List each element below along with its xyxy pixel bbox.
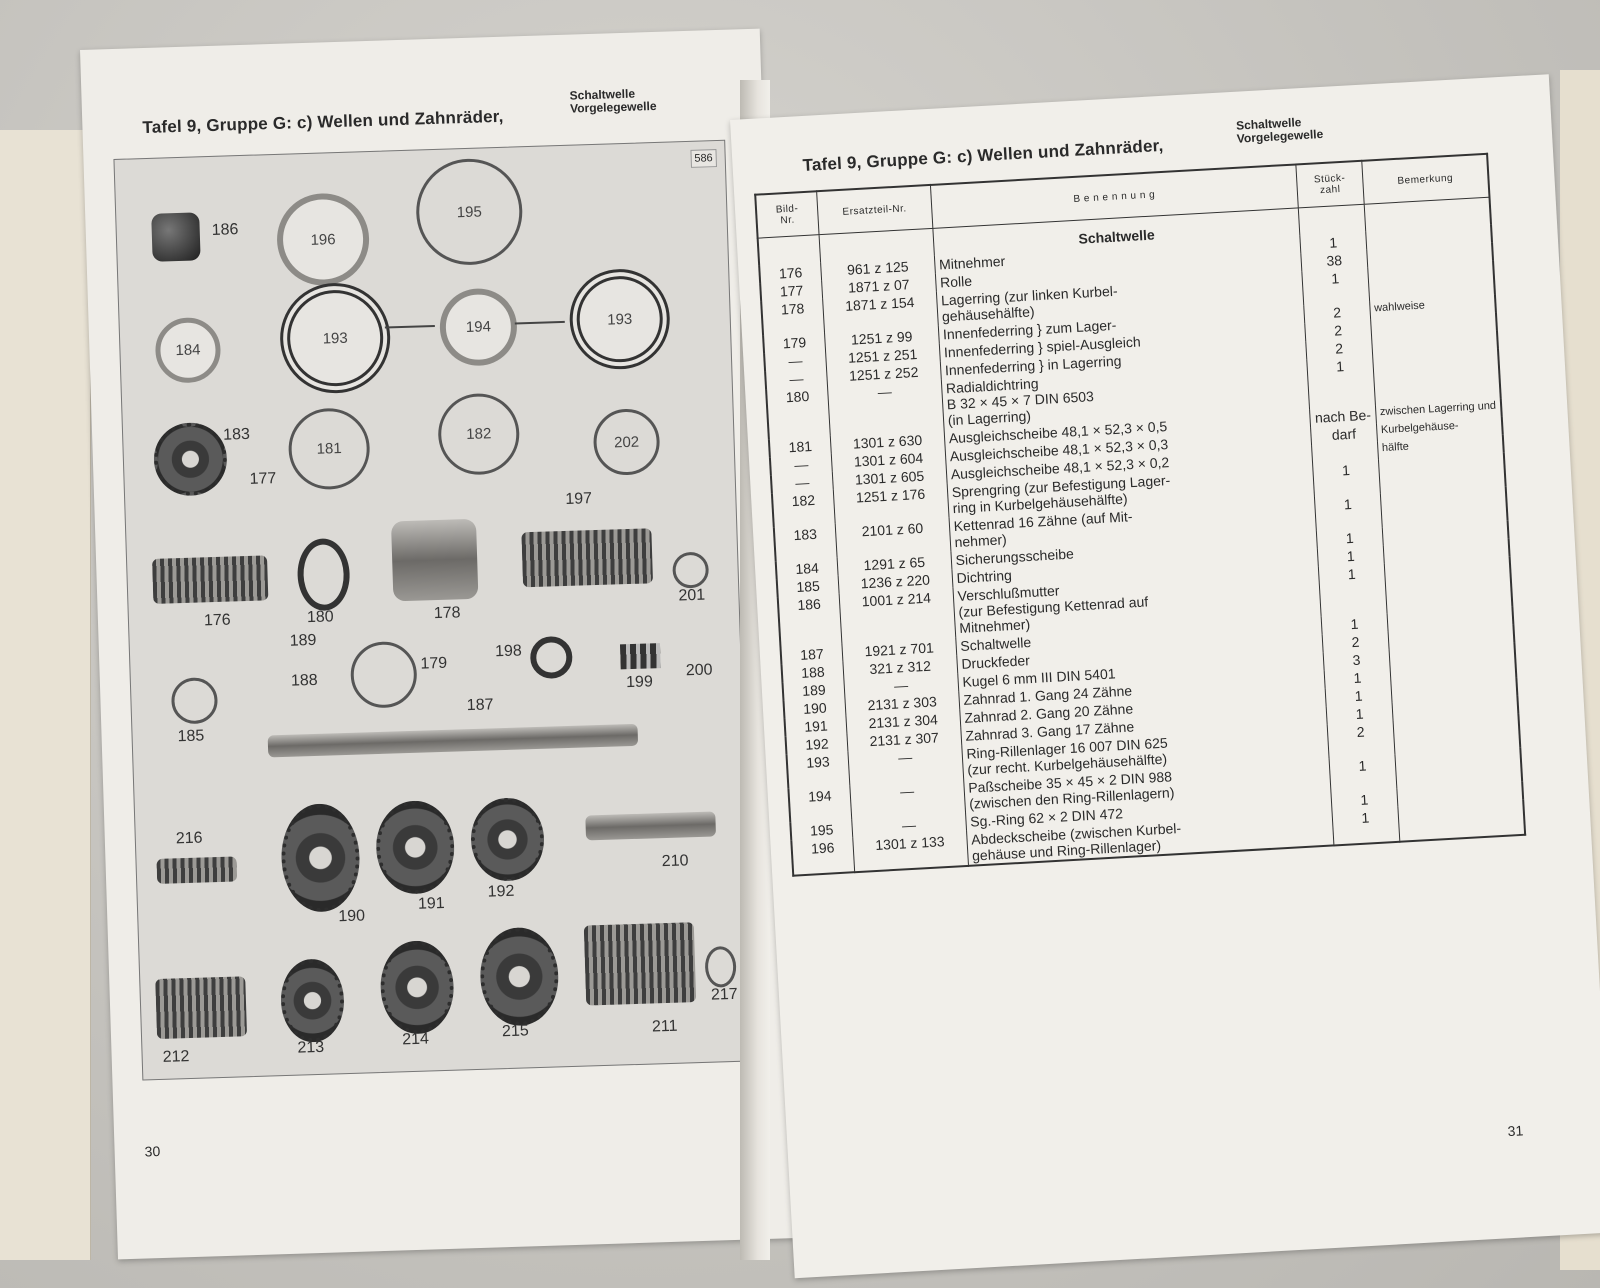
fig-label: 197	[565, 490, 593, 508]
bearing-ring-part	[390, 518, 479, 602]
fig-label: 217	[710, 985, 738, 1004]
lock-washer-part: 184	[154, 316, 222, 384]
col-header-stueckzahl: Stück- zahl	[1296, 160, 1364, 208]
sprocket-part	[152, 421, 229, 497]
stueckzahl-cell: 1	[1318, 563, 1387, 617]
third-gear-part	[469, 796, 546, 883]
bild-cell: 183	[773, 523, 838, 562]
col-header-bild: Bild- Nr.	[755, 191, 819, 239]
gear-part	[279, 958, 346, 1044]
parts-figure-plate: 586 186 196 195 184 193 194 193 183 177 …	[113, 139, 755, 1081]
bild-cell: 180	[766, 385, 831, 440]
left-page: Tafel 9, Gruppe G: c) Wellen und Zahnräd…	[80, 28, 798, 1260]
stueckzahl-cell: 1	[1306, 355, 1376, 410]
fig-label: 214	[401, 1030, 430, 1049]
fig-label: 216	[175, 829, 203, 848]
fig-label: 178	[433, 604, 461, 623]
leader-line	[384, 324, 435, 329]
stueckzahl-cell: 2	[1327, 720, 1395, 759]
right-page: Tafel 9, Gruppe G: c) Wellen und Zahnräd…	[730, 74, 1600, 1279]
first-gear-part	[279, 802, 362, 914]
ersatzteil-cell: 1001 z 214	[839, 587, 956, 644]
shim-ring-part: 181	[287, 407, 371, 491]
leader-line	[514, 320, 565, 325]
ersatzteil-cell: 1301 z 133	[852, 830, 969, 873]
col-header-ersatzteil: Ersatzteil-Nr.	[816, 184, 933, 235]
fig-label: 179	[420, 654, 448, 673]
col-header-bemerkung: Bemerkung	[1361, 153, 1490, 205]
shift-shaft-part	[267, 723, 639, 758]
fig-label: 186	[211, 221, 239, 239]
left-page-title: Tafel 9, Gruppe G: c) Wellen und Zahnräd…	[142, 106, 504, 138]
stueckzahl-cell: 1	[1332, 806, 1400, 846]
left-page-subtitle-2: Vorgelegewelle	[569, 98, 657, 116]
fig-label: 183	[222, 425, 251, 444]
layshaft-part	[521, 528, 654, 588]
right-page-title: Tafel 9, Gruppe G: c) Wellen und Zahnräd…	[802, 135, 1164, 176]
stueckzahl-cell: 1	[1302, 267, 1370, 306]
circlip-part	[672, 551, 710, 589]
sealing-ring-part	[170, 677, 219, 725]
gear-part	[379, 939, 456, 1035]
bemerkung-cell	[1383, 556, 1513, 614]
fig-label: 192	[487, 882, 515, 901]
seal-part	[529, 635, 573, 680]
book-back-cover	[0, 130, 91, 1260]
fig-label: 188	[290, 671, 318, 690]
drive-hub-part	[152, 555, 269, 604]
fig-label: 210	[661, 852, 689, 871]
snap-ring-part: 182	[437, 392, 521, 476]
ball-bearing-part: 193	[278, 281, 392, 395]
fig-label: 177	[249, 470, 277, 488]
stueckzahl-cell: 1	[1314, 493, 1382, 531]
cap-nut-part	[151, 212, 201, 262]
right-page-number: 31	[1507, 1122, 1524, 1140]
circlip-part: 202	[592, 408, 661, 477]
fig-label: 176	[203, 611, 231, 630]
parts-table: Bild- Nr. Ersatzteil-Nr. B e n e n n u n…	[754, 152, 1527, 877]
bild-cell: 178	[761, 298, 825, 336]
fig-label: 185	[177, 727, 205, 746]
bild-cell: 193	[786, 751, 850, 789]
bild-cell: 194	[788, 785, 852, 823]
fig-label: 187	[466, 696, 494, 715]
fig-label: 212	[162, 1048, 190, 1066]
fig-label: 180	[306, 608, 334, 627]
fig-label: 190	[338, 907, 366, 926]
left-page-number: 30	[144, 1143, 161, 1160]
layshaft-sleeve-part	[585, 811, 717, 841]
spacer-ring-part	[704, 945, 737, 988]
gear-cluster-part	[583, 922, 697, 1006]
inner-spring-ring-part	[349, 640, 418, 709]
cover-disc-part: 196	[275, 192, 371, 287]
fig-label: 201	[678, 586, 706, 605]
right-page-subtitle-2: Vorgelegewelle	[1236, 126, 1324, 146]
bemerkung-cell	[1372, 348, 1501, 406]
fig-label: 191	[417, 894, 445, 913]
plate-code: 586	[690, 149, 717, 168]
fig-label: 189	[289, 631, 317, 650]
shim-part: 194	[438, 287, 519, 367]
countershaft-part	[155, 976, 248, 1040]
stueckzahl-cell: 1	[1329, 754, 1397, 793]
fig-label: 198	[494, 642, 523, 661]
fig-label: 215	[501, 1022, 530, 1041]
ersatzteil-cell: —	[827, 379, 944, 436]
spacer-sleeve-part	[156, 856, 238, 884]
gear-part	[478, 926, 560, 1027]
fig-label: 200	[685, 661, 713, 680]
stueckzahl-cell: 1	[1312, 459, 1381, 497]
fig-label: 213	[297, 1038, 325, 1057]
bild-cell: 186	[777, 593, 842, 648]
bild-cell: 182	[771, 489, 836, 528]
roller-cage-part	[619, 643, 661, 670]
circlip-part: 195	[414, 157, 524, 267]
second-gear-part	[374, 799, 456, 896]
bild-cell: 196	[791, 837, 855, 876]
fig-label: 211	[651, 1017, 678, 1036]
fig-label: 199	[625, 673, 654, 692]
bemerkung-cell	[1397, 799, 1526, 842]
ball-bearing-part: 193	[568, 267, 672, 371]
seal-ring-part	[296, 537, 351, 612]
